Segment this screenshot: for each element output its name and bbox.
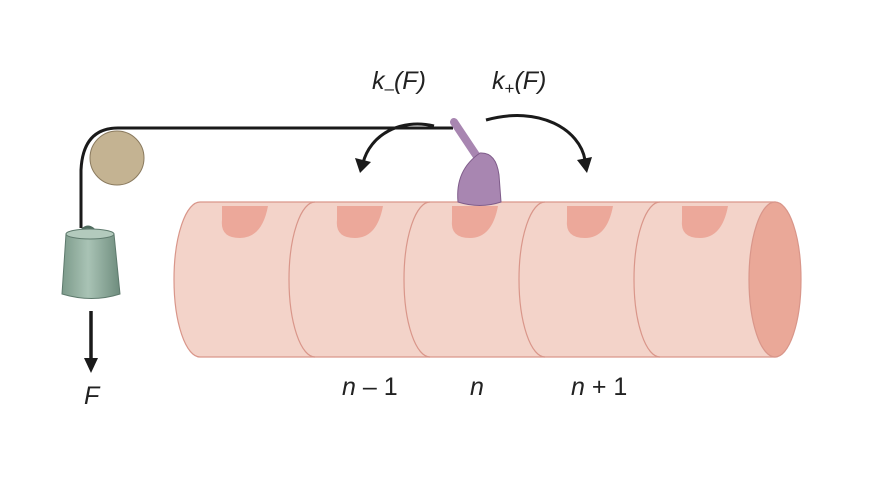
site-label-next: n + 1 (571, 373, 627, 401)
filament-body (173, 201, 776, 358)
segment-boundary (633, 201, 661, 358)
segment-boundary (403, 201, 431, 358)
forward-rate-arrow (485, 114, 587, 161)
force-label: F (84, 382, 101, 410)
motor-lever-arm (450, 118, 482, 162)
backward-rate-arrowhead (355, 158, 371, 173)
backward-rate-label: k–(F) (372, 67, 426, 98)
forward-rate-arrowhead (577, 157, 592, 173)
binding-site (681, 206, 728, 238)
binding-site (221, 206, 268, 238)
segment-boundary (288, 201, 316, 358)
site-label-prev: n – 1 (342, 373, 398, 401)
backward-rate-arrow (361, 122, 435, 164)
binding-site (336, 206, 383, 238)
weight-body (61, 233, 121, 299)
tether-line (79, 126, 453, 228)
filament (173, 201, 802, 358)
forward-rate-label: k+(F) (492, 67, 546, 98)
pulley (89, 130, 145, 186)
motor-protein (450, 118, 502, 206)
binding-site (451, 206, 498, 238)
motor-head (457, 152, 502, 206)
segment-boundary (518, 201, 546, 358)
filament-end-cap (748, 201, 802, 358)
weight-top (65, 228, 115, 240)
force-arrowhead (84, 358, 98, 373)
weight (61, 225, 121, 299)
binding-site (566, 206, 613, 238)
site-label-current: n (470, 373, 484, 401)
